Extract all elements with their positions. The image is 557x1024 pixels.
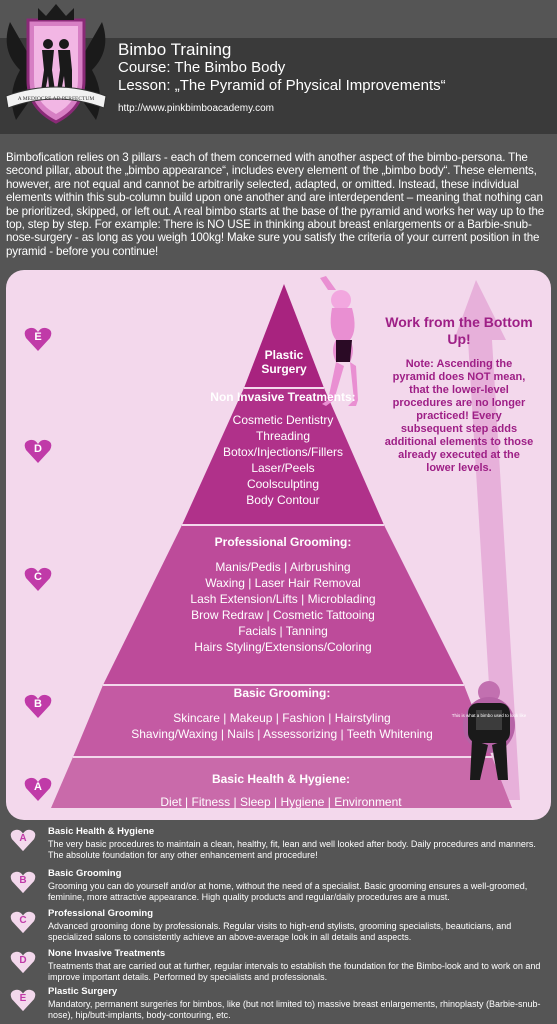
overweight-figure-icon: This is what a bimbo used to look like	[452, 681, 527, 780]
level-b-text: Basic Grooming: Skincare | Makeup | Fash…	[106, 686, 458, 742]
heart-badge-a: A	[24, 776, 52, 802]
heart-letter: E	[34, 331, 42, 343]
level-d-line: Coolsculpting	[246, 477, 320, 491]
heart-letter: B	[34, 698, 42, 710]
intro-text: Bimbofication relies on 3 pillars - each…	[6, 151, 545, 258]
level-b-shape	[73, 685, 492, 757]
heart-letter: D	[34, 443, 42, 455]
legend-title: Basic Grooming	[48, 868, 122, 879]
level-c-heading: Professional Grooming:	[214, 535, 352, 549]
legend-heart-icon: D	[10, 950, 36, 974]
note-heading: Work from the Bottom Up!	[385, 314, 533, 347]
legend-heart-icon: E	[10, 988, 36, 1012]
level-d-line: Laser/Peels	[251, 461, 315, 475]
level-d-text: Non Invasive Treatments: Cosmetic Dentis…	[202, 390, 364, 508]
level-b-line: Shaving/Waxing | Nails | Assessorizing |…	[131, 727, 433, 741]
course-label: Course: The Bimbo Body	[118, 59, 286, 76]
heart-badge-b: B	[24, 693, 52, 719]
up-arrow-icon	[454, 280, 520, 800]
site-url[interactable]: http://www.pinkbimboacademy.com	[118, 103, 274, 114]
level-c-line: Facials | Tanning	[238, 624, 328, 638]
legend-text: The very basic procedures to maintain a …	[48, 839, 536, 860]
slim-figure-icon	[320, 276, 358, 406]
level-e-text: Plastic Surgery	[244, 348, 324, 376]
crest-motto: A MEDIOCRE AD PERFECTUM	[18, 96, 95, 102]
pyramid-panel: This is what a bimbo used to look like P…	[6, 270, 551, 820]
level-c-line: Manis/Pedis | Airbrushing	[215, 560, 351, 574]
shirt-text: This is what a bimbo used to look like	[452, 713, 527, 718]
pyramid-graphic: This is what a bimbo used to look like	[51, 276, 527, 808]
level-a-text: Basic Health & Hygiene: Diet | Fitness |…	[76, 772, 486, 810]
level-b-line: Skincare | Makeup | Fashion | Hairstylin…	[173, 711, 391, 725]
level-c-line: Waxing | Laser Hair Removal	[205, 576, 361, 590]
level-d-heading: Non Invasive Treatments:	[210, 390, 356, 404]
legend-title: None Invasive Treatments	[48, 948, 166, 959]
legend-letter: A	[19, 833, 27, 844]
legend-letter: D	[19, 955, 27, 966]
heart-letter: A	[34, 781, 42, 793]
lesson-label: Lesson: „The Pyramid of Physical Improve…	[118, 77, 446, 94]
level-a-line: Diet | Fitness | Sleep | Hygiene | Envir…	[160, 795, 402, 809]
legend-title: Basic Health & Hygiene	[48, 826, 155, 837]
level-c-line: Lash Extension/Lifts | Microblading	[190, 592, 376, 606]
legend-letter: C	[19, 915, 27, 926]
heart-badge-d: D	[24, 438, 52, 464]
crest-logo: A MEDIOCRE AD PERFECTUM	[5, 4, 107, 124]
level-e-heading: Plastic Surgery	[261, 348, 307, 376]
legend-text: Advanced grooming done by professionals.…	[48, 921, 512, 942]
level-a-heading: Basic Health & Hygiene:	[211, 772, 351, 786]
level-c-line: Brow Redraw | Cosmetic Tattooing	[191, 608, 375, 622]
level-b-heading: Basic Grooming:	[233, 686, 331, 700]
legend-heart-icon: B	[10, 870, 36, 894]
level-d-line: Body Contour	[246, 493, 320, 507]
legend-letter: E	[19, 993, 27, 1004]
legend-text: Treatments that are carried out at furth…	[48, 961, 541, 982]
heart-badge-e: E	[24, 326, 52, 352]
level-a-shape	[51, 757, 512, 808]
heart-badge-c: C	[24, 566, 52, 592]
level-d-line: Threading	[255, 429, 311, 443]
level-d-line: Botox/Injections/Fillers	[222, 445, 344, 459]
level-c-text: Professional Grooming: Manis/Pedis | Air…	[136, 535, 430, 655]
heart-letter: C	[34, 571, 42, 583]
level-d-line: Cosmetic Dentistry	[232, 413, 334, 427]
note-body: Note: Ascending the pyramid does NOT mea…	[384, 358, 534, 474]
legend-text: Grooming you can do yourself and/or at h…	[48, 881, 528, 902]
legend-text: Mandatory, permanent surgeries for bimbo…	[48, 999, 541, 1020]
level-c-shape	[103, 525, 464, 685]
legend-heart-icon: A	[10, 828, 36, 852]
legend-letter: B	[19, 875, 27, 886]
legend-title: Professional Grooming	[48, 908, 154, 919]
level-e-shape	[244, 284, 324, 388]
page-title: Bimbo Training	[118, 40, 232, 59]
legend-heart-icon: C	[10, 910, 36, 934]
level-c-line: Hairs Styling/Extensions/Coloring	[194, 640, 372, 654]
level-d-shape	[182, 388, 384, 525]
legend-title: Plastic Surgery	[48, 986, 118, 997]
note-box: Work from the Bottom Up! Note: Ascending…	[384, 314, 534, 475]
title-block: Bimbo Training Course: The Bimbo Body Le…	[118, 40, 446, 114]
header: A MEDIOCRE AD PERFECTUM Bimbo Training C…	[0, 0, 557, 140]
